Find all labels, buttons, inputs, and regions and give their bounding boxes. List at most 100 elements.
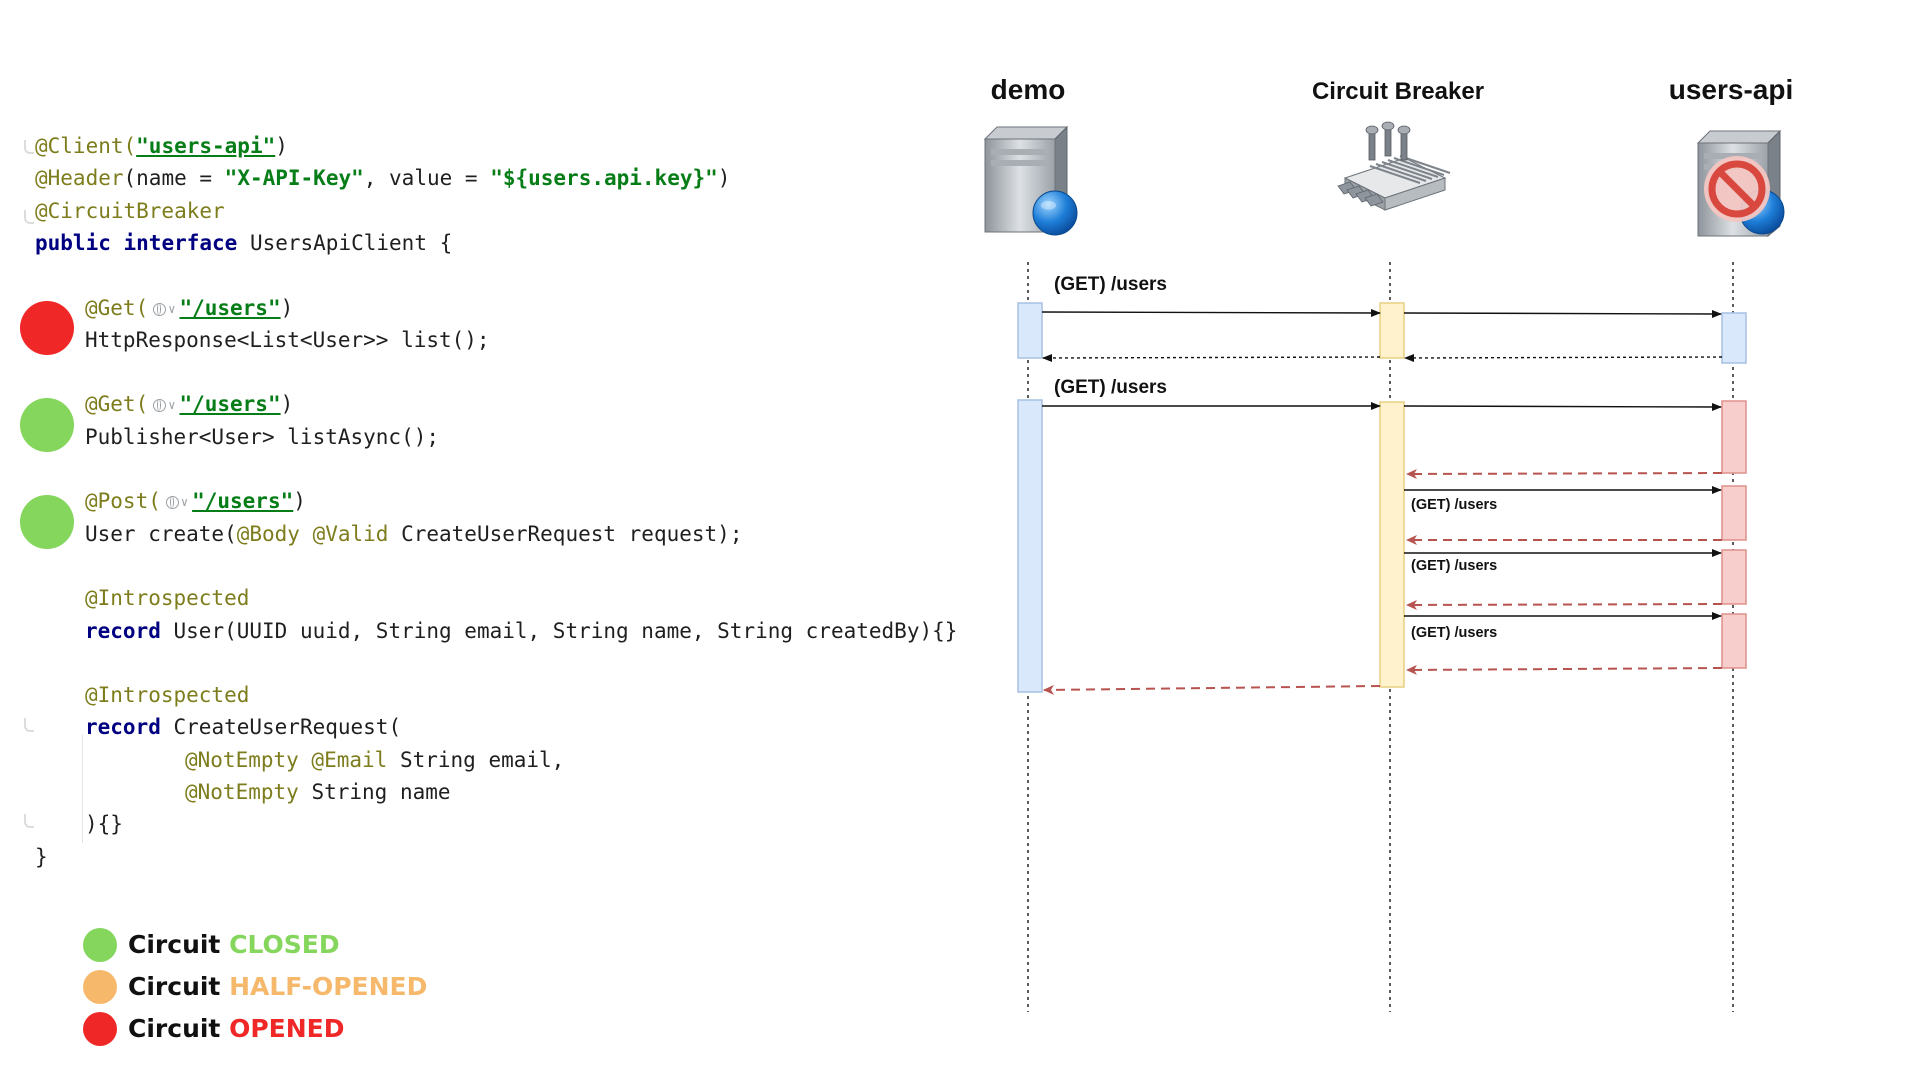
code-token: @Introspected [85,586,250,611]
code-token: ) [293,489,306,514]
code-token: User(UUID uuid, String email, String nam… [173,618,958,643]
code-token: "${users.api.key}" [490,166,718,191]
participant-name: Circuit Breaker [1312,78,1484,105]
legend-state: HALF-OPENED [229,972,428,1001]
message-label: (GET) /users [1411,558,1497,574]
code-token: record [85,618,174,643]
code-token: ) [280,392,294,417]
code-token: @Get( [85,295,149,320]
code-token: record [85,715,174,740]
code-line: @Get(∨"/users") [85,390,293,419]
code-token: ) [717,166,731,191]
activation-box [1721,400,1747,474]
legend-prefix: Circuit [128,1014,230,1043]
request-arrow [1403,309,1722,318]
code-token: "X-API-Key" [224,166,364,191]
code-line: @Get( ∨"/users") [85,294,293,323]
message-label: (GET) /users [1054,274,1167,295]
code-token: ){} [85,812,123,837]
code-token: Publisher<User> listAsync(); [85,424,440,449]
code-token: CreateUserRequest( [173,715,402,740]
code-token: UsersApiClient { [249,230,453,255]
code-token: String email, [399,747,565,772]
code-line: } [35,843,48,871]
code-token: HttpResponse<List<User>> list(); [85,327,490,352]
activation-box [1721,312,1747,364]
code-token: "/users" [192,489,294,514]
code-token: public [35,230,124,255]
error-return-arrow [1406,664,1723,675]
chevron-down-icon[interactable]: ∨ [180,495,189,510]
participant-name: demo [991,74,1066,105]
code-token: , value = [363,166,491,191]
fold-marker [24,814,34,828]
code-line: ){} [85,810,123,838]
code-line: @NotEmpty @Email String email, [185,746,564,774]
legend-state: OPENED [229,1014,345,1043]
code-token: @Header [35,166,124,191]
legend-dot [83,970,117,1004]
legend-item: Circuit OPENED [128,1012,345,1046]
code-token: ) [275,134,288,158]
fold-marker [24,140,34,154]
code-line: @Header(name = "X-API-Key", value = "${u… [35,164,730,192]
activation-box [1017,399,1043,693]
activation-box [1721,613,1747,669]
code-token: @NotEmpty @Email [185,747,400,772]
code-line: record User(UUID uuid, String email, Str… [85,617,957,645]
activation-box [1017,302,1043,359]
code-token: @Introspected [85,683,250,708]
globe-icon[interactable] [153,399,167,413]
request-arrow [1041,308,1381,317]
chevron-down-icon[interactable]: ∨ [168,301,176,316]
code-line: Publisher<User> listAsync(); [85,423,439,451]
circuit-status-dot-listAsync [20,398,74,452]
activation-box [1721,485,1747,541]
error-return-arrow [1406,468,1723,479]
code-token: String name [311,780,451,804]
code-token: @Post( [85,489,161,514]
code-token: CreateUserRequest request); [401,521,743,546]
activation-box [1379,302,1405,359]
code-line: @Client("users-api") [35,132,288,160]
message-label: (GET) /users [1411,497,1497,513]
code-line: User create(@Body @Valid CreateUserReque… [85,520,742,548]
globe-icon[interactable] [153,302,167,316]
legend-dot [83,928,117,962]
code-line: @Post( ∨"/users") [85,487,306,516]
error-return-arrow [1043,684,1381,695]
code-panel: @Client("users-api")@Header(name = "X-AP… [35,132,957,871]
code-line: public interface UsersApiClient { [35,229,452,257]
code-token: "/users" [179,295,281,320]
chevron-down-icon[interactable]: ∨ [168,398,176,413]
legend-item: Circuit CLOSED [128,928,340,962]
return-arrow [1404,353,1723,362]
code-line: HttpResponse<List<User>> list(); [85,326,490,354]
code-token: User create( [85,521,237,546]
code-token: @Client( [35,134,137,158]
message-label: (GET) /users [1054,377,1167,398]
legend-item: Circuit HALF-OPENED [128,970,427,1004]
circuit-status-dot-create [20,495,74,549]
code-line: @Introspected [85,584,249,612]
activation-box [1721,549,1747,605]
code-line: @Introspected [85,681,249,709]
indent-guide [82,735,83,843]
legend-prefix: Circuit [128,972,230,1001]
legend-state: CLOSED [229,930,340,959]
code-token: interface [123,230,250,255]
message-label: (GET) /users [1411,625,1497,641]
code-token: @CircuitBreaker [35,198,225,223]
legend-prefix: Circuit [128,930,230,959]
code-token: "/users" [179,392,281,417]
fold-marker [24,718,34,732]
participant-name: users-api [1669,74,1794,105]
code-line: record CreateUserRequest( [85,713,401,741]
globe-icon[interactable] [165,496,179,510]
error-return-arrow [1406,599,1723,610]
return-arrow [1042,353,1381,362]
code-token: @NotEmpty [185,780,312,804]
code-token: ) [280,295,294,320]
code-token: "users-api" [136,134,276,158]
